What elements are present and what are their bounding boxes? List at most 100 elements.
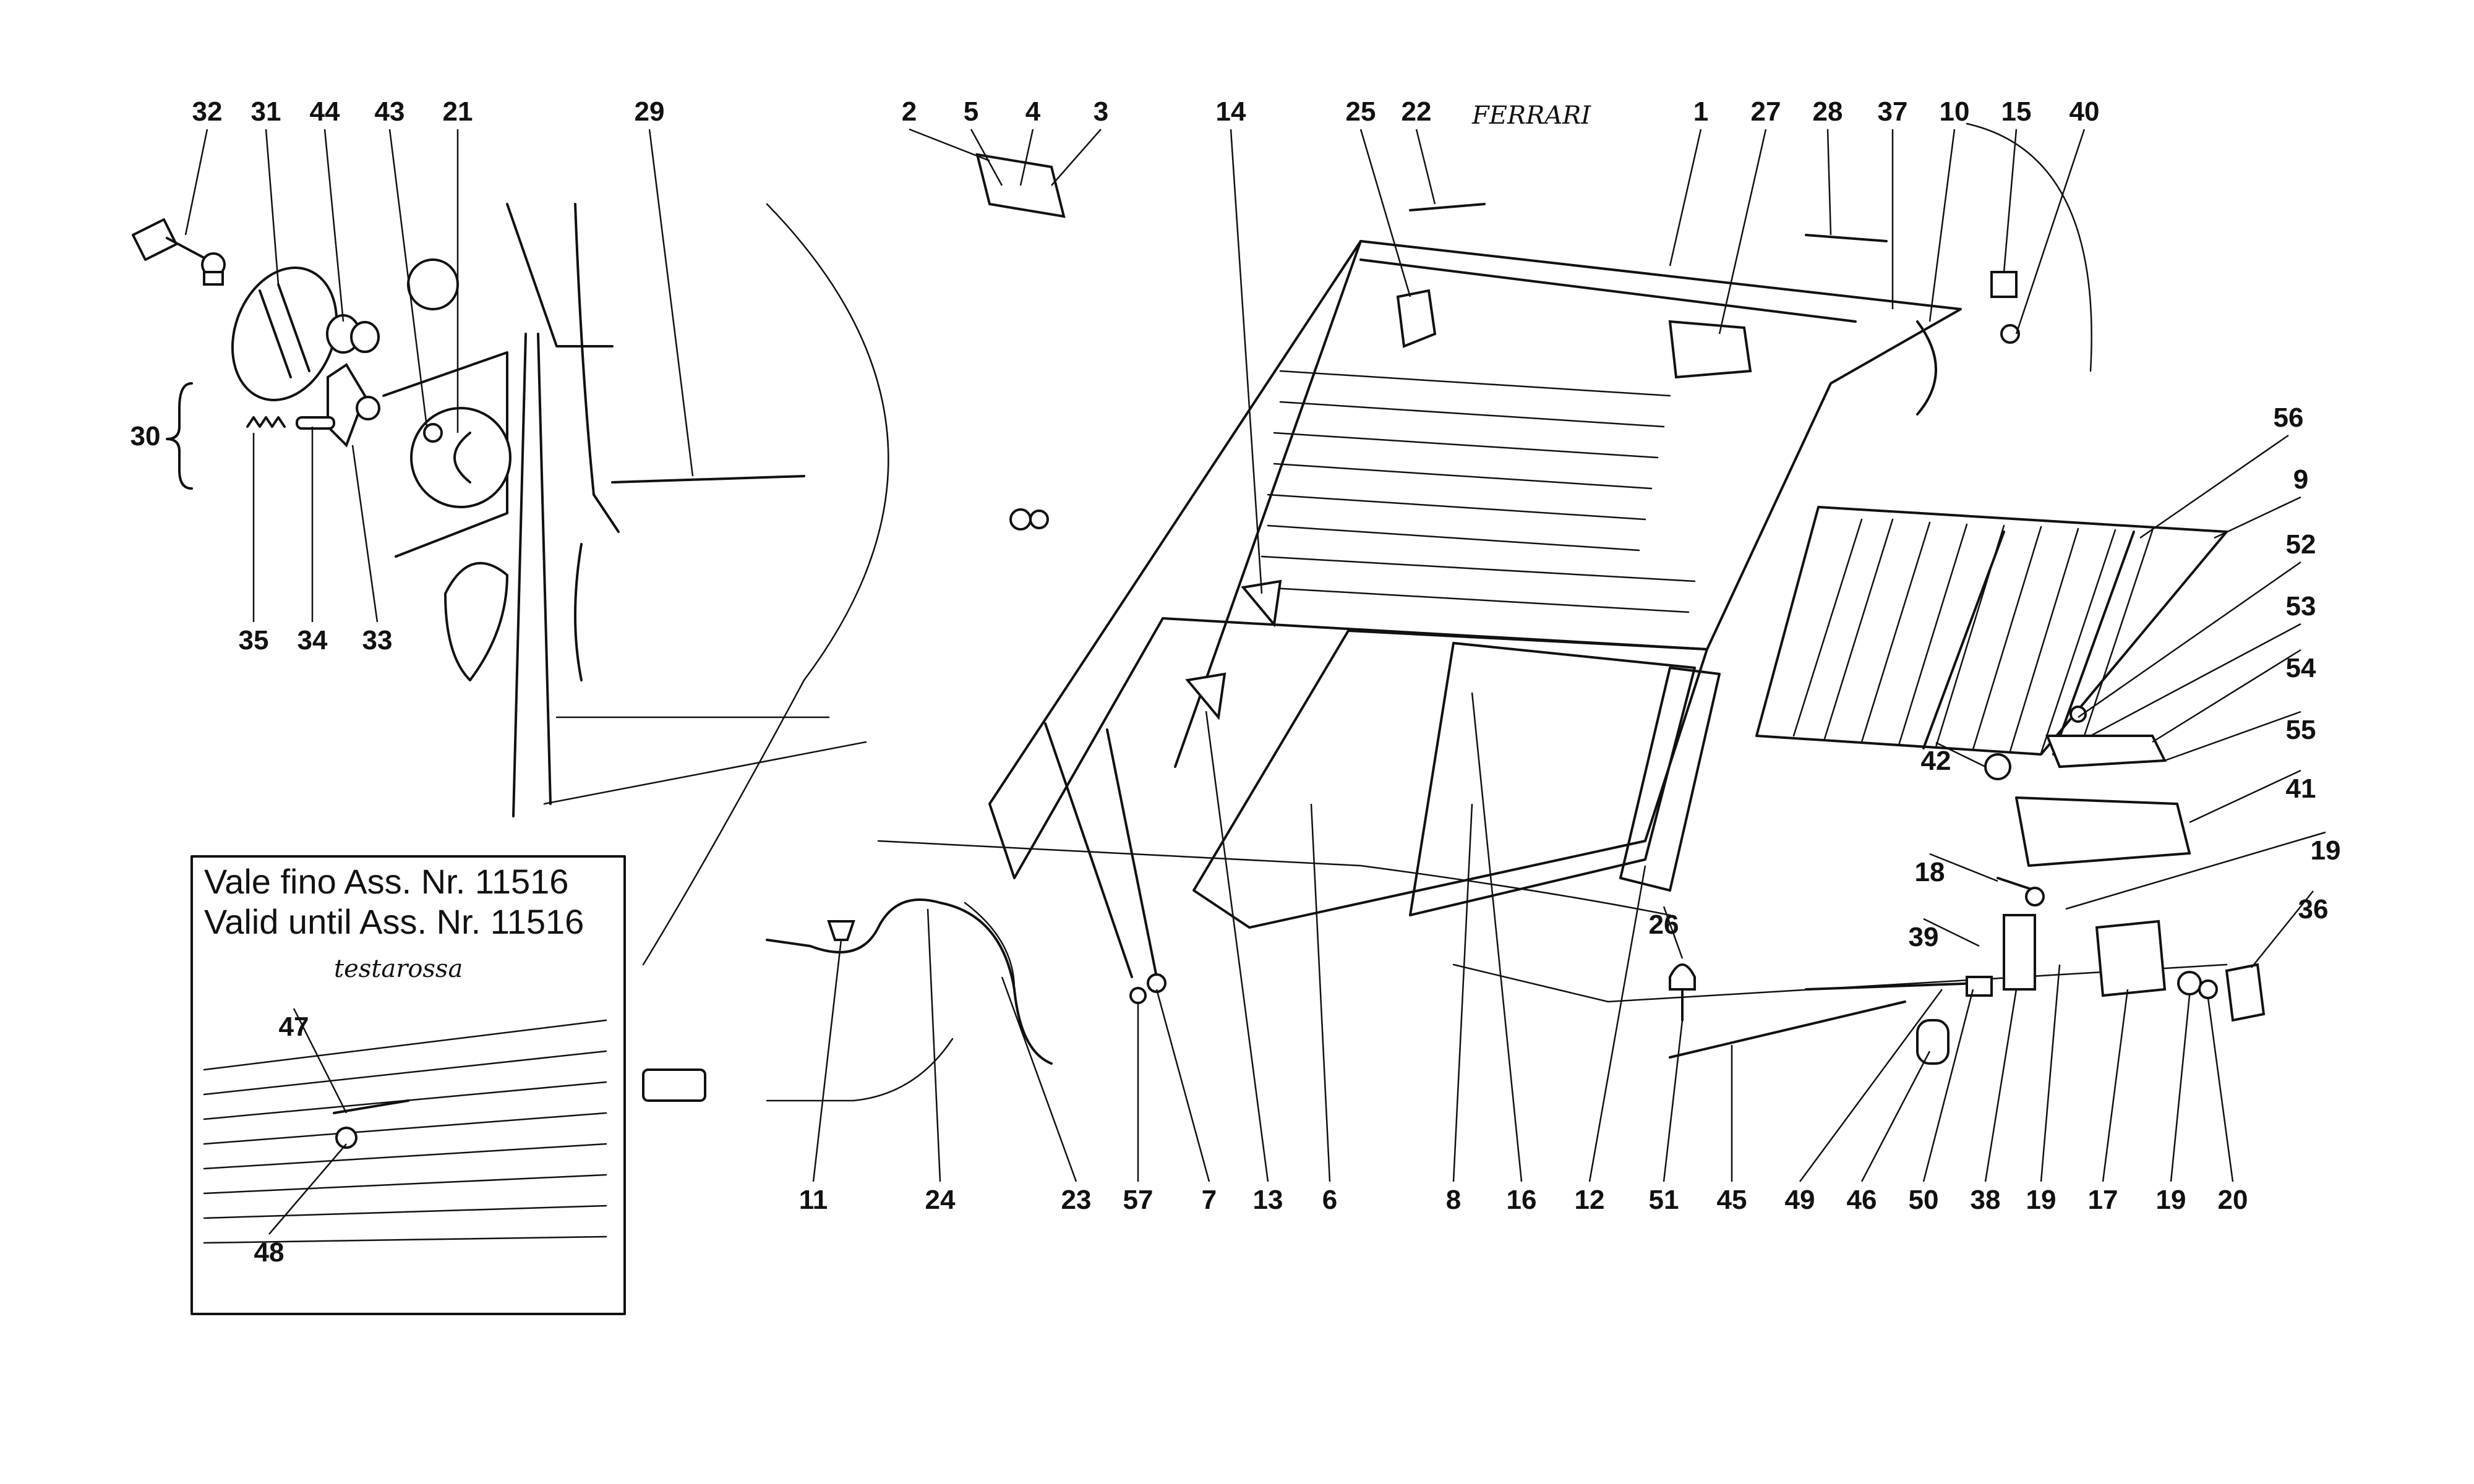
leader-line-51 [1663, 1020, 1684, 1182]
callout-33: 33 [362, 625, 393, 655]
hinge-part-27 [1668, 320, 1752, 379]
callout-43: 43 [375, 96, 405, 127]
leader-line-48 [268, 1143, 347, 1235]
leader-line-39 [1923, 918, 1980, 947]
callout-51: 51 [1649, 1185, 1679, 1215]
callout-38: 38 [1971, 1185, 2001, 1215]
inset-line-it: Vale fino Ass. Nr. 11516 [204, 862, 568, 901]
leader-lines [184, 128, 2326, 1235]
inset-louvres [203, 1019, 607, 1244]
callout-2: 2 [902, 96, 917, 127]
callout-4: 4 [1025, 96, 1041, 127]
leader-line-22 [1415, 129, 1436, 205]
nut-part-42 [1984, 753, 2011, 780]
callout-23: 23 [1061, 1185, 1092, 1215]
callout-7: 7 [1202, 1185, 1217, 1215]
callout-55: 55 [2286, 715, 2316, 745]
callout-18: 18 [1915, 857, 1945, 887]
leader-line-46 [1860, 1051, 1931, 1182]
luggage-net-and-latch [1669, 122, 2266, 1065]
callout-39: 39 [1909, 922, 1939, 952]
engine-cover-part-1 [988, 240, 1962, 879]
inset-line-en: Valid until Ass. Nr. 11516 [204, 902, 584, 941]
callout-52: 52 [2286, 529, 2316, 560]
callout-19: 19 [2026, 1185, 2057, 1215]
grommet-part-11 [827, 920, 855, 941]
leader-line-6 [1310, 803, 1331, 1182]
leader-line-38 [1984, 989, 2018, 1182]
leader-line-53 [2090, 623, 2301, 737]
grille-part-12 [1619, 667, 1721, 892]
leader-line-4 [1019, 129, 1034, 186]
screw-part-43 [423, 423, 443, 443]
callout-13: 13 [1253, 1185, 1283, 1215]
callout-53: 53 [2286, 591, 2316, 621]
callout-20: 20 [2218, 1185, 2248, 1215]
leader-line-5 [970, 129, 1003, 186]
callout-15: 15 [2001, 96, 2032, 127]
nut-part-44 [350, 321, 380, 353]
leader-line-19 [2170, 995, 2191, 1182]
callout-50: 50 [1909, 1185, 1939, 1215]
callout-25: 25 [1346, 96, 1376, 127]
leader-line-1 [1669, 129, 1702, 267]
inset-frame [190, 855, 626, 1315]
leader-line-29 [648, 129, 694, 477]
inset-valid-until: Vale fino Ass. Nr. 11516 Valid until Ass… [190, 855, 626, 1315]
callout-40: 40 [2070, 96, 2100, 127]
callout-8: 8 [1446, 1185, 1461, 1215]
badge-part-28 [1805, 234, 1888, 242]
leader-line-3 [1051, 129, 1102, 186]
washer-part-19 [2177, 971, 2202, 996]
leader-line-55 [2164, 710, 2301, 762]
callout-45: 45 [1717, 1185, 1747, 1215]
callout-35: 35 [239, 625, 269, 655]
leader-line-11 [812, 939, 842, 1182]
leader-line-50 [1922, 989, 1974, 1182]
callout-1: 1 [1693, 96, 1708, 127]
leader-line-43 [388, 129, 428, 427]
leader-line-41 [2189, 769, 2301, 824]
leader-line-25 [1359, 129, 1411, 297]
rod-part-56 [1922, 531, 2005, 749]
leader-line-31 [265, 129, 280, 285]
leader-line-9 [2214, 496, 2301, 539]
leader-line-23 [1001, 976, 1077, 1182]
leader-line-17 [2102, 989, 2129, 1182]
callout-14: 14 [1216, 96, 1246, 127]
testarossa-emblem: testarossa [334, 955, 463, 983]
callout-17: 17 [2088, 1185, 2118, 1215]
leader-line-26 [1663, 906, 1684, 959]
leader-line-10 [1928, 129, 1956, 322]
callout-46: 46 [1847, 1185, 1877, 1215]
callout-32: 32 [192, 96, 223, 127]
key-part-32 [132, 218, 226, 286]
leader-line-15 [2003, 129, 2018, 273]
spring-part-35 [246, 416, 286, 428]
insulation-part-8 [1409, 642, 1696, 916]
callout-3: 3 [1094, 96, 1108, 127]
bracket-part-13 [1185, 672, 1226, 720]
leader-line-42 [1935, 741, 1986, 768]
fuel-filler-detail [132, 203, 889, 966]
leader-line-19 [2040, 964, 2061, 1182]
callout-41: 41 [2286, 774, 2316, 804]
nut-part-20 [2198, 979, 2218, 999]
callout-16: 16 [1507, 1185, 1537, 1215]
leader-line-18 [1929, 853, 1998, 882]
callout-44: 44 [310, 96, 340, 127]
bracket-part-38 [2003, 914, 2036, 991]
callout-49: 49 [1785, 1185, 1815, 1215]
leader-line-24 [927, 908, 941, 1182]
callout-22: 22 [1402, 96, 1432, 127]
pin-part-34 [296, 416, 335, 430]
leader-line-52 [2078, 561, 2301, 719]
leader-line-54 [2152, 649, 2301, 743]
callout-48: 48 [254, 1237, 285, 1268]
leader-line-2 [909, 128, 990, 162]
callout-34: 34 [297, 625, 328, 655]
callout-27: 27 [1751, 96, 1781, 127]
leader-line-27 [1718, 129, 1767, 335]
leader-line-36 [2251, 890, 2314, 968]
